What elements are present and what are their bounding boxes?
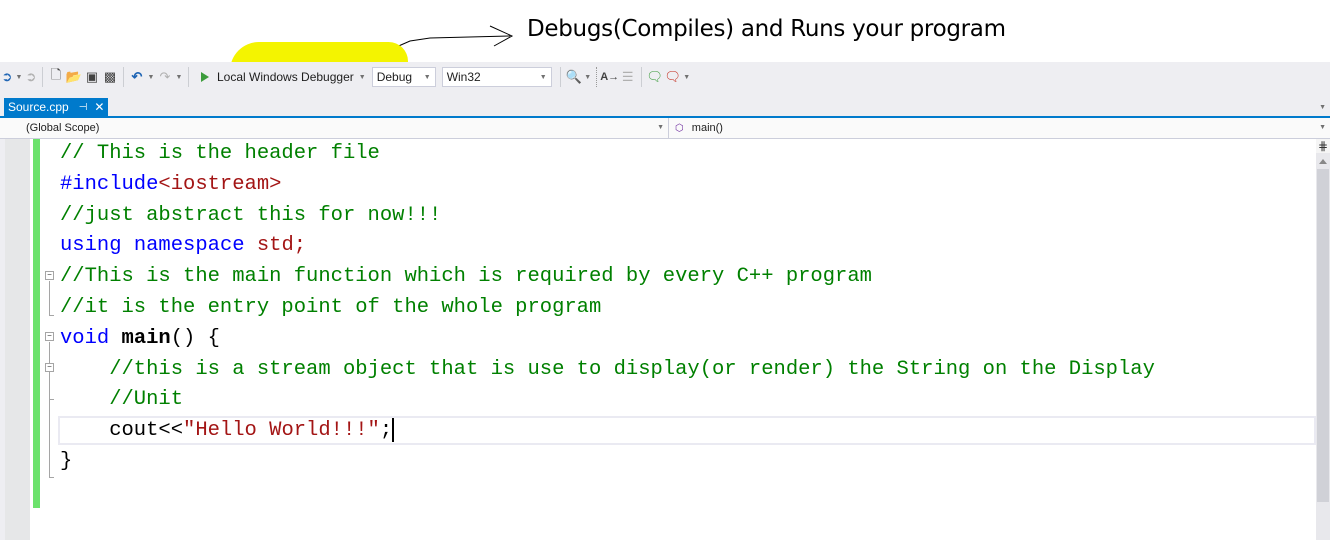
- scrollbar-thumb[interactable]: [1317, 169, 1329, 502]
- outline-end: [49, 315, 54, 316]
- toolbar-separator: [559, 67, 561, 87]
- add-comment-icon[interactable]: 🗨: [646, 69, 663, 84]
- local-windows-debugger-button[interactable]: Local Windows Debugger ▼: [199, 66, 368, 88]
- toolbar-separator: [123, 67, 124, 87]
- code-line: //Unit: [60, 388, 184, 412]
- solution-configuration-select[interactable]: Debug ▼: [371, 67, 436, 87]
- configuration-value: Debug: [376, 70, 413, 84]
- navigate-back-icon[interactable]: ➲: [1, 69, 13, 84]
- code-lines[interactable]: // This is the header file #include<iost…: [60, 139, 1155, 478]
- collapse-main-function-icon[interactable]: −: [45, 332, 54, 341]
- document-tab-strip: Source.cpp ⊣ ✕ ▼: [0, 92, 1330, 118]
- indicator-margin: [0, 139, 5, 540]
- vertical-scrollbar[interactable]: ⋕: [1316, 139, 1330, 540]
- toolbar-grip[interactable]: [595, 67, 598, 87]
- annotation-label: Debugs(Compiles) and Runs your program: [527, 16, 1006, 42]
- close-icon[interactable]: ✕: [94, 100, 105, 114]
- code-line: using namespace std;: [60, 234, 307, 258]
- find-dropdown-icon[interactable]: ▼: [584, 73, 592, 81]
- chevron-down-icon: ▼: [539, 73, 547, 81]
- tab-source-cpp[interactable]: Source.cpp ⊣ ✕: [4, 98, 109, 116]
- code-line: // This is the header file: [60, 142, 380, 165]
- outline-line: [49, 373, 50, 399]
- pin-icon[interactable]: ⊣: [78, 101, 88, 113]
- undo-dropdown-icon[interactable]: ▼: [147, 73, 155, 81]
- chevron-down-icon: ▼: [423, 73, 431, 81]
- text-cursor: [392, 417, 394, 442]
- outline-end: [49, 399, 54, 400]
- current-line-highlight: [58, 416, 1316, 445]
- collapse-comment-block-icon[interactable]: −: [45, 271, 54, 280]
- scope-dropdown[interactable]: (Global Scope) ▼: [0, 118, 669, 138]
- change-tracking-bar: [33, 139, 40, 508]
- toolbar-separator: [188, 67, 189, 87]
- code-line: #include<iostream>: [60, 172, 282, 196]
- chevron-down-icon: ▼: [657, 124, 664, 131]
- split-window-handle-icon[interactable]: ⋕: [1316, 139, 1330, 153]
- code-line: //just abstract this for now!!!: [60, 203, 442, 227]
- redo-icon[interactable]: ↷: [159, 69, 171, 84]
- code-line: //it is the entry point of the whole pro…: [60, 295, 602, 319]
- code-editor[interactable]: − − − // This is the header file #includ…: [0, 139, 1330, 540]
- remove-comment-icon[interactable]: 🗨: [664, 69, 681, 84]
- member-value: main(): [691, 122, 723, 134]
- tab-label: Source.cpp: [8, 100, 69, 114]
- undo-icon[interactable]: ↶: [131, 69, 143, 84]
- code-line-current: cout<<"Hello World!!!";: [60, 417, 394, 443]
- toolbar-separator: [42, 67, 43, 87]
- format-text-icon[interactable]: A→: [600, 71, 620, 83]
- editor-gutter: [5, 139, 30, 540]
- annotation-arrow-icon: [393, 25, 514, 49]
- outline-line: [49, 281, 50, 315]
- collapse-comment-block-icon[interactable]: −: [45, 363, 54, 372]
- scroll-up-arrow-icon[interactable]: [1319, 159, 1327, 164]
- annotation-area: Debugs(Compiles) and Runs your program: [0, 0, 1330, 62]
- indent-icon[interactable]: ☰: [621, 69, 634, 84]
- outline-line: [49, 342, 50, 477]
- toolbar-separator: [640, 67, 642, 87]
- navigation-bar: (Global Scope) ▼ ⬡ main() ▼: [0, 118, 1330, 139]
- scope-value: (Global Scope): [26, 122, 100, 134]
- tab-list-dropdown-icon[interactable]: ▼: [1319, 104, 1326, 111]
- open-file-icon[interactable]: 📂: [65, 69, 83, 84]
- standard-toolbar: ➲ ▼ ➲ 🗋 📂 ▣ ▩ ↶ ▼ ↷ ▼ Local Windows Debu…: [0, 62, 1330, 92]
- outline-end: [49, 477, 54, 478]
- chevron-down-icon: ▼: [1319, 124, 1326, 131]
- back-dropdown-icon[interactable]: ▼: [15, 73, 23, 81]
- code-line: //this is a stream object that is use to…: [60, 357, 1155, 381]
- navigate-forward-icon[interactable]: ➲: [25, 69, 37, 84]
- redo-dropdown-icon[interactable]: ▼: [175, 73, 183, 81]
- member-dropdown[interactable]: ⬡ main() ▼: [670, 118, 1330, 138]
- debugger-label: Local Windows Debugger: [217, 70, 354, 84]
- code-line: //This is the main function which is req…: [60, 265, 872, 289]
- toolbar-overflow-icon[interactable]: ▼: [683, 73, 691, 81]
- code-line: void main() {: [60, 326, 220, 350]
- save-all-icon[interactable]: ▩: [103, 69, 117, 84]
- find-in-files-icon[interactable]: 🔍: [565, 69, 582, 84]
- code-line: }: [60, 449, 73, 473]
- solution-platform-select[interactable]: Win32 ▼: [441, 67, 552, 87]
- play-icon: [201, 72, 209, 82]
- debugger-dropdown-icon[interactable]: ▼: [358, 73, 366, 81]
- function-cube-icon: ⬡: [675, 123, 684, 134]
- new-project-icon[interactable]: 🗋: [50, 67, 62, 82]
- platform-value: Win32: [446, 70, 481, 84]
- save-icon[interactable]: ▣: [85, 69, 99, 84]
